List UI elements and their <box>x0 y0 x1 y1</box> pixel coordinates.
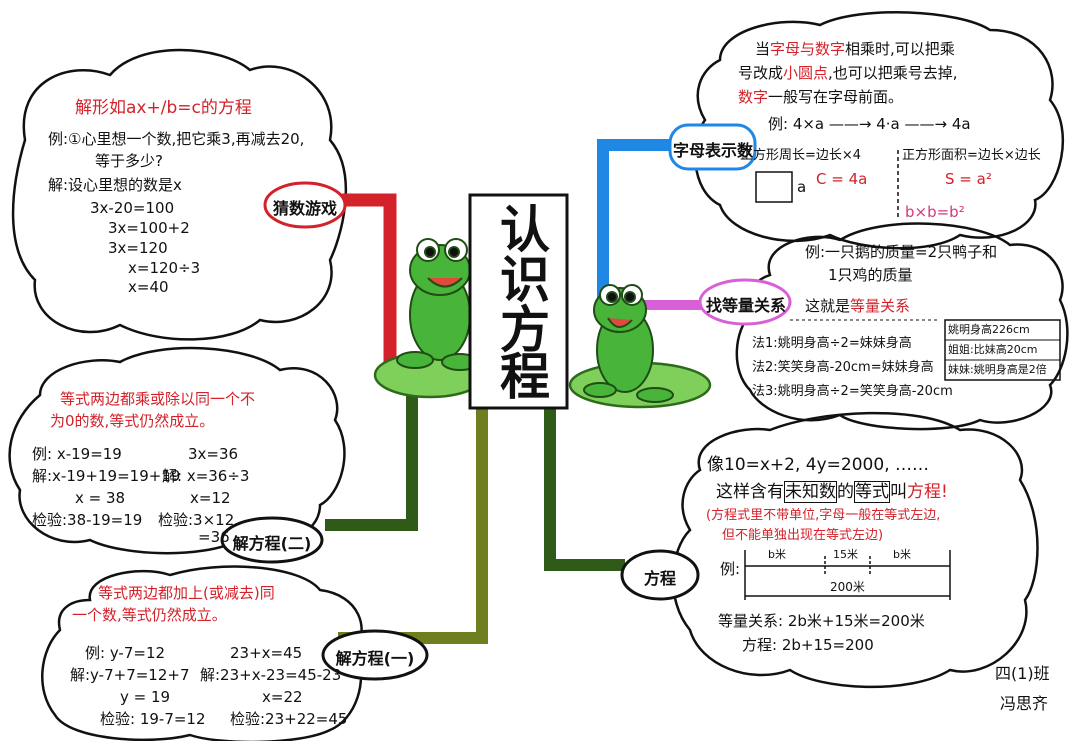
square-side-label: a <box>797 178 807 196</box>
letters-label-blob <box>668 123 757 171</box>
solve2-rule-1: 等式两边都乘或除以同一个不 <box>60 390 256 408</box>
solve1-right-4: 检验:23+22=45 <box>230 710 348 728</box>
solve2-right-4: 检验:3×12 <box>158 511 235 529</box>
equal-method-3: 法3:姚明身高÷2=笑笑身高-20cm <box>752 384 953 399</box>
equal-method-2: 法2:笑笑身高-20cm=妹妹身高 <box>752 360 934 375</box>
guess-line-2: 等于多少? <box>95 152 163 170</box>
segment-diagram <box>744 550 951 600</box>
equal-example-2: 1只鸡的质量 <box>828 266 913 284</box>
branch-label-eq: 方程 <box>643 569 676 588</box>
solve2-left-4: 检验:38-19=19 <box>32 511 143 529</box>
letters-line-3: 数字一般写在字母前面。 <box>738 88 904 106</box>
branch-darkgreen-2 <box>325 380 418 531</box>
letters-line-1: 当字母与数字相乘时,可以把乘 <box>755 40 955 58</box>
solve1-left-2: 解:y-7+7=12+7 <box>70 666 190 684</box>
solve2-right-5: =36 <box>198 528 230 546</box>
eq-equation: 方程: 2b+15=200 <box>742 636 874 654</box>
letters-example: 例: 4×a ——→ 4·a ——→ 4a <box>768 115 971 133</box>
equal-method-1: 法1:姚明身高÷2=妹妹身高 <box>752 336 912 351</box>
guess-label-blob <box>263 181 347 229</box>
guess-cloud <box>11 48 348 341</box>
title-char-2: 识 <box>500 250 550 309</box>
solve1-right-3: x=22 <box>262 688 303 706</box>
branch-label-solve2: 解方程(二) <box>232 534 312 553</box>
eq-cloud <box>671 411 1039 689</box>
guess-line-8: x=40 <box>128 278 169 296</box>
letters-cloud <box>694 11 1065 250</box>
title-char-3: 方 <box>500 300 550 359</box>
equal-box-2: 姐姐:比妹高20cm <box>948 343 1038 356</box>
title-char-1: 认 <box>500 200 550 259</box>
eq-total: 200米 <box>830 580 865 594</box>
guess-line-5: 3x=100+2 <box>108 219 190 237</box>
branch-red <box>335 193 397 370</box>
branch-label-solve1: 解方程(一) <box>335 649 415 668</box>
solve2-left-2: 解:x-19+19=19+19 <box>32 467 181 485</box>
eq-line-2: 这样含有未知数的等式叫方程! <box>716 481 948 503</box>
eq-example-label: 例: <box>720 560 741 578</box>
letters-area: 正方形面积=边长×边长 <box>902 148 1041 163</box>
frog-right <box>583 284 674 403</box>
eq-seg-2: 15米 <box>833 548 858 561</box>
eq-line-1: 像10=x+2, 4y=2000, …… <box>707 455 929 475</box>
solve2-right-2: 解: x=36÷3 <box>162 467 250 485</box>
title-char-4: 程 <box>500 347 550 406</box>
solve2-rule-2: 为0的数,等式仍然成立。 <box>50 412 215 430</box>
branch-label-equal: 找等量关系 <box>705 296 786 315</box>
equal-this-is: 这就是等量关系 <box>805 297 911 315</box>
eq-note-1: (方程式里不带单位,字母一般在等式左边, <box>706 508 941 523</box>
solve1-right-2: 解:23+x-23=45-23 <box>200 666 342 684</box>
branch-label-letters: 字母表示数 <box>672 141 753 160</box>
guess-line-1: 例:①心里想一个数,把它乘3,再减去20, <box>48 130 305 148</box>
square-figure <box>755 171 793 203</box>
letters-perimeter: 正方形周长=边长×4 <box>740 148 862 163</box>
equal-label-blob <box>698 278 792 326</box>
solve2-left-1: 例: x-19=19 <box>32 445 122 463</box>
solve2-right-1: 3x=36 <box>188 445 239 463</box>
solve1-left-3: y = 19 <box>120 688 171 706</box>
frog-left <box>396 238 479 371</box>
branch-blue <box>597 139 675 300</box>
solve2-cloud <box>8 346 346 555</box>
equal-info-box <box>944 319 1061 381</box>
equal-box-3: 妹妹:姚明身高是2倍 <box>948 363 1047 376</box>
guess-line-3: 解:设心里想的数是x <box>48 176 182 194</box>
solve2-label-blob <box>220 516 324 564</box>
guess-line-7: x=120÷3 <box>128 259 201 277</box>
signature-name: 冯思齐 <box>1000 694 1049 713</box>
perimeter-formula: C = 4a <box>816 170 868 188</box>
solve1-rule-2: 一个数,等式仍然成立。 <box>72 606 227 624</box>
eq-relation: 等量关系: 2b米+15米=200米 <box>718 612 925 630</box>
letters-line-2: 号改成小圆点,也可以把乘号去掉, <box>738 64 958 82</box>
solve1-right-1: 23+x=45 <box>230 644 303 662</box>
eq-seg-3: b米 <box>893 548 911 561</box>
signature-class: 四(1)班 <box>995 664 1050 683</box>
solve1-left-4: 检验: 19-7=12 <box>100 710 206 728</box>
solve2-right-3: x=12 <box>190 489 231 507</box>
solve1-rule-1: 等式两边都加上(或减去)同 <box>98 584 275 602</box>
guess-heading: 解形如ax+/b=c的方程 <box>75 98 252 118</box>
eq-label-blob <box>620 549 700 601</box>
guess-line-6: 3x=120 <box>108 239 168 257</box>
eq-note-2: 但不能单独出现在等式左边) <box>722 528 884 543</box>
equal-box-1: 姚明身高226cm <box>948 323 1030 336</box>
solve2-left-3: x = 38 <box>75 489 126 507</box>
branch-label-guess: 猜数游戏 <box>272 199 337 218</box>
bb-formula: b×b=b² <box>905 203 965 221</box>
solve1-cloud <box>41 565 363 741</box>
equal-example-1: 例:一只鹅的质量=2只鸭子和 <box>805 243 998 261</box>
title-box <box>468 193 569 410</box>
area-formula: S = a² <box>945 170 992 188</box>
equal-cloud <box>735 222 1069 431</box>
solve1-left-1: 例: y-7=12 <box>85 644 166 662</box>
eq-seg-1: b米 <box>768 548 786 561</box>
solve1-label-blob <box>321 629 429 681</box>
guess-line-4: 3x-20=100 <box>90 199 175 217</box>
branch-darkgreen <box>544 400 625 571</box>
